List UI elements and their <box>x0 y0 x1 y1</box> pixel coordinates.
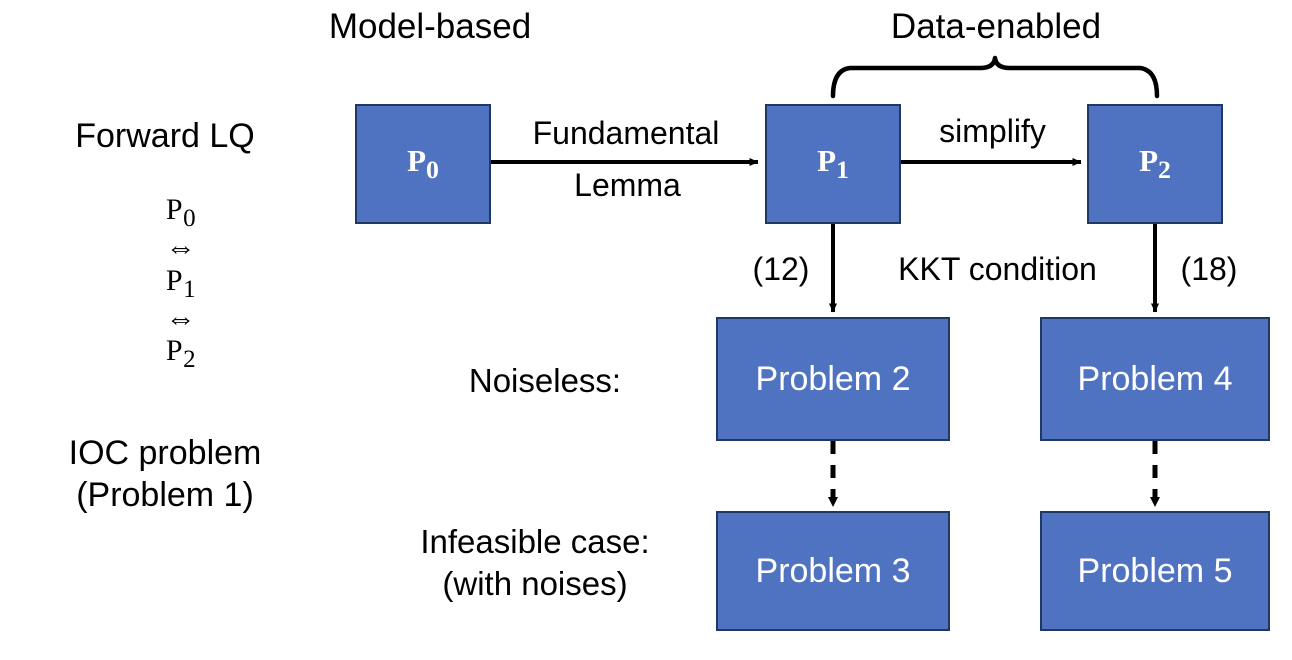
edge-label-eq18: (18) <box>1180 251 1238 287</box>
header-model-based: Model-based <box>328 7 532 46</box>
fundamental-label-backdrop <box>497 112 755 158</box>
data-enabled-brace <box>830 55 1160 99</box>
edge-label-fundamental-line2: Lemma <box>574 167 681 203</box>
node-problem-2[interactable]: Problem 2 <box>716 317 950 441</box>
node-p2[interactable]: P2 <box>1087 104 1223 224</box>
node-problem-3[interactable]: Problem 3 <box>716 511 950 631</box>
node-problem-5[interactable]: Problem 5 <box>1040 511 1270 631</box>
node-p1-label: P1 <box>817 142 849 185</box>
chain-iff-1: ⇔ <box>157 231 205 265</box>
node-p2-label: P2 <box>1139 142 1171 185</box>
chain-p1: P1 <box>165 263 197 303</box>
node-p1[interactable]: P1 <box>765 104 901 224</box>
edge-label-fundamental-line1: Fundamental <box>532 115 720 151</box>
edge-label-kkt: KKT condition <box>898 251 1097 287</box>
label-infeasible-line2: (with noises) <box>442 565 628 602</box>
node-problem-4-label: Problem 4 <box>1077 359 1233 398</box>
label-ioc-problem-line2: (Problem 1) <box>76 476 254 514</box>
node-problem-5-label: Problem 5 <box>1077 551 1233 590</box>
header-data-enabled: Data-enabled <box>890 7 1102 46</box>
edge-label-simplify: simplify <box>939 113 1046 149</box>
node-problem-4[interactable]: Problem 4 <box>1040 317 1270 441</box>
label-infeasible-line1: Infeasible case: <box>420 523 650 560</box>
label-ioc-problem-line1: IOC problem <box>68 434 262 472</box>
edge-label-eq12: (12) <box>752 251 810 287</box>
label-forward-lq-title: Forward LQ <box>75 117 255 155</box>
chain-p2: P2 <box>165 334 197 374</box>
lemma-label-backdrop <box>520 168 735 212</box>
chain-iff-2: ⇔ <box>157 301 205 335</box>
chain-p0: P0 <box>165 193 197 233</box>
node-problem-2-label: Problem 2 <box>755 359 911 398</box>
label-noiseless: Noiseless: <box>468 362 622 399</box>
simplify-label-backdrop <box>915 110 1070 158</box>
node-p0[interactable]: P0 <box>355 104 491 224</box>
node-p0-label: P0 <box>407 142 439 185</box>
label-forward-lq-chain: P0 ⇔ P1 ⇔ P2 <box>20 162 310 406</box>
node-problem-3-label: Problem 3 <box>755 551 911 590</box>
